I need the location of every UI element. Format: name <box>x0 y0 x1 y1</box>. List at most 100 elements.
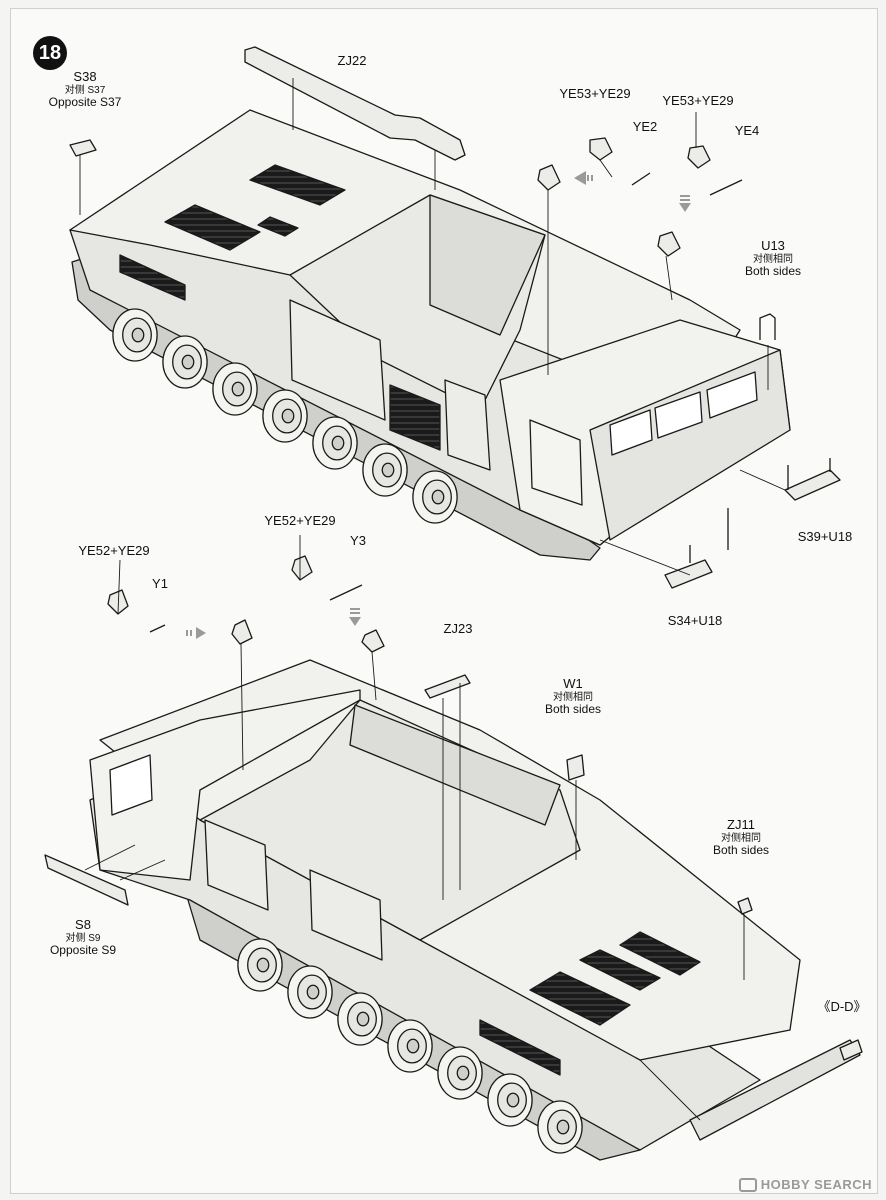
arrow-down-2 <box>349 617 361 626</box>
top-side-grille <box>119 254 186 301</box>
label-u13-cn: 对侧相同 <box>753 253 793 265</box>
part-ye53-c <box>537 164 561 191</box>
label-w1: W1 对侧相同 Both sides <box>528 676 618 717</box>
road-wheel <box>212 362 258 416</box>
label-ye52-a-code: YE52+YE29 <box>78 543 150 558</box>
label-s38-cn: 对侧 S37 <box>64 84 106 96</box>
label-s8-sub: Opposite S9 <box>49 943 117 958</box>
bottom-grille-2 <box>579 949 661 991</box>
label-w1-cn: 对侧相同 <box>553 691 593 703</box>
top-cab-window-2 <box>654 391 703 439</box>
part-y3 <box>329 584 363 601</box>
label-s39-code: S39+U18 <box>797 529 853 544</box>
part-ye53-b <box>687 145 711 169</box>
part-ye53-a <box>589 137 613 161</box>
label-u13: U13 对侧相同 Both sides <box>730 238 816 279</box>
leader-lines <box>79 78 786 1121</box>
top-grille-2 <box>249 164 346 206</box>
label-s38-sub: Opposite S37 <box>48 95 122 110</box>
arrow-right-1 <box>196 627 206 639</box>
arrow-left-1 <box>574 171 586 185</box>
label-y1: Y1 <box>140 576 180 592</box>
label-s8-cn: 对侧 S9 <box>65 932 101 944</box>
bottom-cab-window <box>109 754 153 816</box>
part-ye53-d <box>657 231 681 257</box>
part-s38 <box>69 139 97 157</box>
label-zj23-code: ZJ23 <box>443 621 473 636</box>
top-side-vent <box>389 384 441 451</box>
part-ye4 <box>709 179 743 196</box>
label-y3-code: Y3 <box>350 533 366 548</box>
part-ye2 <box>631 172 651 186</box>
bottom-road-wheels <box>237 938 583 1154</box>
part-ye52-b <box>291 555 313 581</box>
label-s34-code: S34+U18 <box>667 613 723 628</box>
road-wheel <box>237 938 283 992</box>
label-zj22: ZJ22 <box>322 53 382 69</box>
label-y1-code: Y1 <box>152 576 168 591</box>
label-zj11-cn: 对侧相同 <box>721 832 761 844</box>
bottom-crane-ramp <box>349 704 561 826</box>
label-ye4-code: YE4 <box>734 123 760 138</box>
road-wheel <box>412 470 458 524</box>
label-s38-code: S38 <box>73 69 97 84</box>
watermark-text: HOBBY SEARCH <box>760 1177 872 1192</box>
label-zj23: ZJ23 <box>428 621 488 637</box>
label-zj11-sub: Both sides <box>712 843 770 858</box>
label-ye53-a: YE53+YE29 <box>545 86 645 102</box>
bottom-side-panel-2 <box>309 869 383 961</box>
top-grille-3 <box>257 216 299 237</box>
label-zj22-code: ZJ22 <box>337 53 367 68</box>
label-s39: S39+U18 <box>780 529 870 545</box>
road-wheel <box>537 1100 583 1154</box>
label-ye52-b-code: YE52+YE29 <box>264 513 336 528</box>
road-wheel <box>387 1019 433 1073</box>
label-s8: S8 对侧 S9 Opposite S9 <box>38 917 128 958</box>
top-grille-1 <box>164 204 261 251</box>
part-dd-rail <box>839 1039 863 1061</box>
hobby-search-logo-icon <box>738 1177 757 1192</box>
part-zj22-rail <box>244 46 466 161</box>
top-cab-door <box>529 419 583 506</box>
watermark: HOBBY SEARCH <box>738 1177 872 1192</box>
bottom-side-grille <box>479 1019 561 1076</box>
label-ye2: YE2 <box>620 119 670 135</box>
part-s8 <box>44 854 129 906</box>
top-side-panel-2 <box>444 379 491 471</box>
part-ye52-d <box>361 629 385 653</box>
road-wheel <box>112 308 158 362</box>
road-wheel <box>312 416 358 470</box>
label-u13-code: U13 <box>761 238 785 253</box>
label-zj11: ZJ11 对侧相同 Both sides <box>696 817 786 858</box>
part-w1 <box>566 754 585 781</box>
label-s8-code: S8 <box>75 917 91 932</box>
bottom-cab <box>89 689 361 881</box>
label-s38: S38 对侧 S37 Opposite S37 <box>40 69 130 110</box>
top-crane-ramp <box>429 194 546 336</box>
label-ye53-b-code: YE53+YE29 <box>662 93 734 108</box>
top-side-panel-1 <box>289 299 386 421</box>
label-ye52-a: YE52+YE29 <box>62 543 166 559</box>
bottom-vehicle-view <box>89 659 861 1161</box>
loose-parts <box>44 46 863 1061</box>
road-wheel <box>362 443 408 497</box>
part-u13 <box>759 313 776 340</box>
label-ye53-b: YE53+YE29 <box>648 93 748 109</box>
label-ye4: YE4 <box>722 123 772 139</box>
bottom-grille-3 <box>619 931 701 976</box>
label-dd-code: 《D-D》 <box>817 999 867 1014</box>
road-wheel <box>287 965 333 1019</box>
label-ye2-code: YE2 <box>632 119 658 134</box>
label-w1-code: W1 <box>563 676 583 691</box>
label-y3: Y3 <box>338 533 378 549</box>
arrow-down-1 <box>679 203 691 212</box>
direction-arrows <box>186 171 691 639</box>
part-zj23 <box>424 674 471 699</box>
road-wheel <box>262 389 308 443</box>
bottom-side-panel-1 <box>204 819 269 911</box>
top-road-wheels <box>112 308 458 524</box>
bottom-rear-plate <box>689 1039 861 1141</box>
road-wheel <box>162 335 208 389</box>
top-cab-window-3 <box>706 371 758 419</box>
